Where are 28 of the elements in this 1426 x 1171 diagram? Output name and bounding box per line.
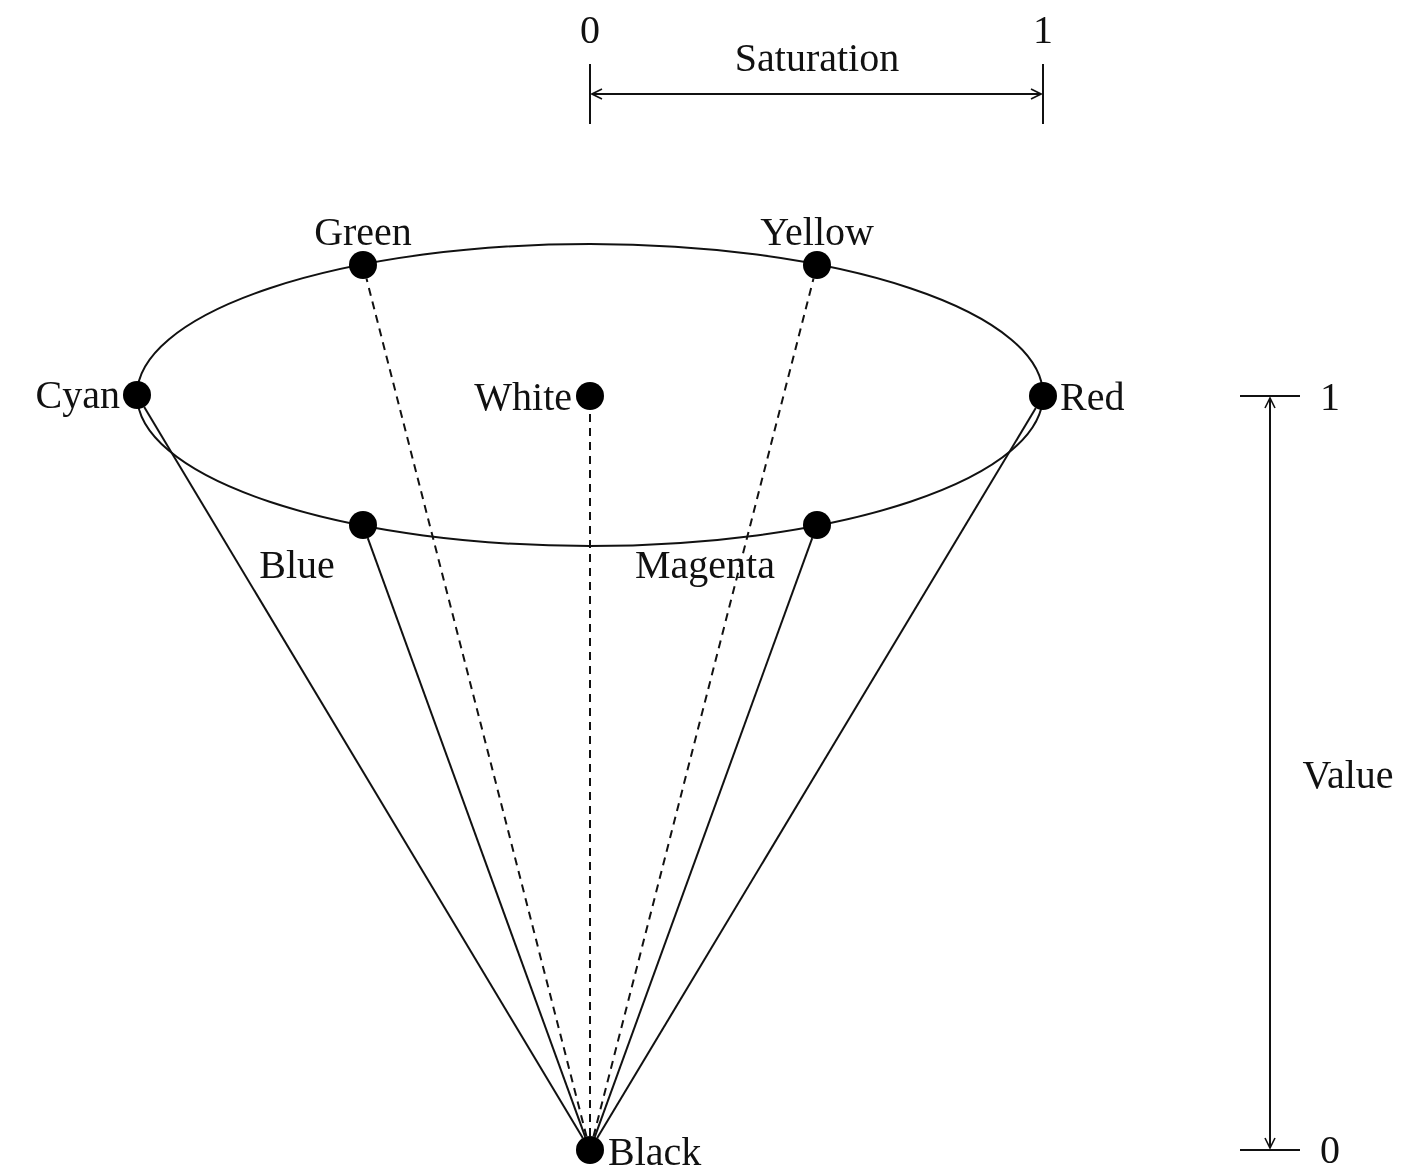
point-label: White bbox=[474, 377, 572, 417]
color-point bbox=[803, 511, 831, 539]
cone-line bbox=[143, 406, 584, 1139]
scale-value: 0 bbox=[580, 10, 600, 50]
color-point bbox=[123, 381, 151, 409]
cone-line bbox=[593, 537, 814, 1138]
point-label: Blue bbox=[259, 545, 335, 585]
color-point bbox=[576, 1136, 604, 1164]
color-point bbox=[349, 511, 377, 539]
cone-line bbox=[366, 537, 587, 1138]
point-label: Green bbox=[314, 212, 412, 252]
point-label: Red bbox=[1060, 377, 1125, 417]
axis-label: Saturation bbox=[734, 38, 900, 78]
color-point bbox=[803, 251, 831, 279]
point-label: Black bbox=[608, 1132, 702, 1171]
point-label: Magenta bbox=[635, 545, 775, 585]
color-point bbox=[576, 382, 604, 410]
scale-value: 1 bbox=[1033, 10, 1053, 50]
color-point bbox=[349, 251, 377, 279]
point-label: Cyan bbox=[35, 375, 120, 415]
axis-label: Value bbox=[1302, 755, 1394, 795]
scale-value: 0 bbox=[1320, 1130, 1340, 1170]
cone-line bbox=[365, 277, 588, 1138]
cone-line bbox=[596, 407, 1037, 1139]
cone-line bbox=[592, 277, 815, 1138]
color-point bbox=[1029, 382, 1057, 410]
scale-value: 1 bbox=[1320, 377, 1340, 417]
point-label: Yellow bbox=[760, 212, 874, 252]
